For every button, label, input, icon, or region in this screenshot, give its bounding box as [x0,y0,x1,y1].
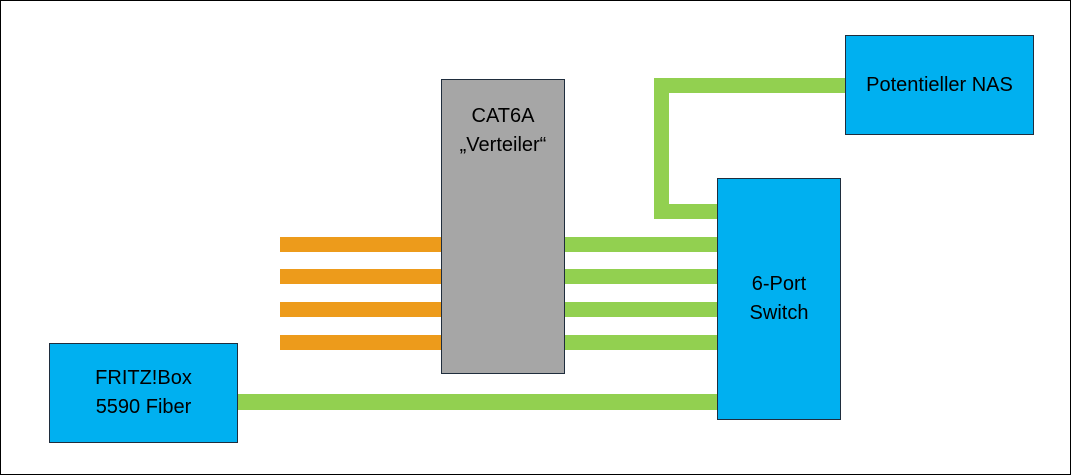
switch-label-line1: 6-Port [751,273,807,295]
switch-cable-2 [565,269,717,284]
switch-label-line2: Switch [749,302,809,324]
nas-label: Potentieller NAS [866,73,1013,96]
fritzbox-label-line1: FRITZ!Box [95,367,192,389]
nas-cable-bottom [654,204,717,219]
nas-cable-top [654,78,845,93]
fritzbox-label-line2: 5590 Fiber [95,396,192,418]
nas-cable-vertical [654,78,669,219]
switch-node: 6-Port Switch [717,178,841,420]
patch-panel-title: CAT6A [471,105,535,127]
patch-cable-2 [280,269,441,284]
patch-cable-1 [280,237,441,252]
patch-panel-node: CAT6A „Verteiler“ [441,79,565,374]
patch-panel-subtitle: „Verteiler“ [459,134,547,156]
switch-cable-4 [565,335,717,350]
nas-node: Potentieller NAS [845,35,1034,135]
fritzbox-node: FRITZ!Box 5590 Fiber [49,343,238,443]
fritzbox-cable [238,394,717,410]
switch-cable-1 [565,237,717,252]
switch-cable-3 [565,302,717,317]
patch-cable-4 [280,335,441,350]
patch-cable-3 [280,302,441,317]
